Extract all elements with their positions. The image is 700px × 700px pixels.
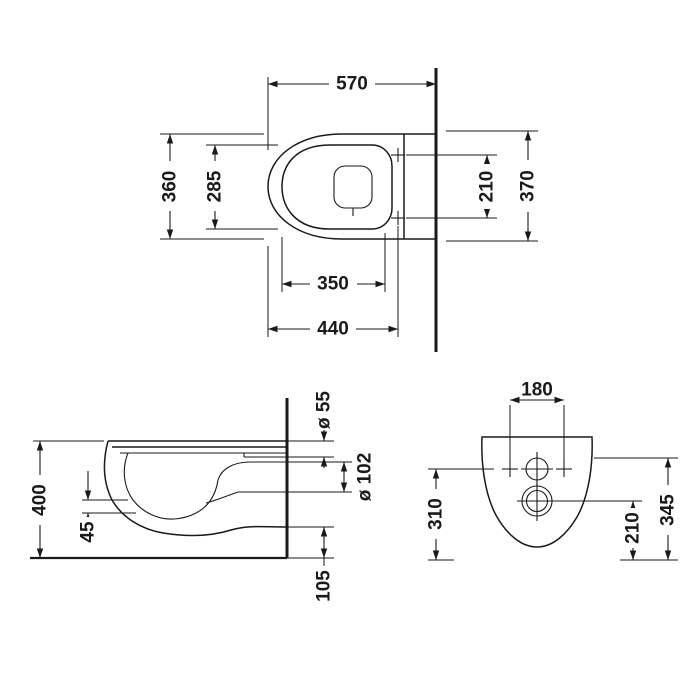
dim-570-label: 570 xyxy=(336,74,368,95)
label-background xyxy=(329,73,375,95)
dim-105-label: 105 xyxy=(314,570,335,602)
dim-310-label: 310 xyxy=(426,498,447,530)
dim-440-label: 440 xyxy=(317,319,349,340)
label-background xyxy=(476,164,498,209)
label-background xyxy=(77,517,99,547)
front-view: 180 310 210 345 xyxy=(425,380,679,561)
seat-inner-outline xyxy=(281,144,393,230)
toilet-front-outline xyxy=(481,436,593,548)
dimension-345: 345 xyxy=(594,457,679,560)
outlet-opening-mark xyxy=(517,481,557,521)
label-background xyxy=(517,160,539,212)
dimension-285: 285 xyxy=(204,144,278,230)
fixing-point-marks-top xyxy=(391,148,405,225)
side-view: 400 45 ø 55 ø 102 xyxy=(29,391,376,602)
dimension-210-top-view: 210 xyxy=(406,154,498,219)
dimension-370: 370 xyxy=(446,130,539,242)
label-background xyxy=(622,508,644,548)
label-background xyxy=(204,161,226,211)
dimension-diameter-102: ø 102 xyxy=(287,453,376,502)
dim-370-label: 370 xyxy=(518,170,539,202)
bowl-opening-outline xyxy=(333,165,373,209)
dimension-310: 310 xyxy=(425,468,494,560)
dim-360-label: 360 xyxy=(160,171,181,203)
dim-d55-label: ø 55 xyxy=(314,391,335,429)
dim-210-label: 210 xyxy=(477,171,498,203)
label-background xyxy=(310,318,356,340)
fixing-point-marks-front xyxy=(502,461,572,477)
dimension-diameter-55: ø 55 xyxy=(287,391,335,468)
label-background xyxy=(310,273,357,295)
toilet-plan-outline xyxy=(267,133,436,240)
dim-400-label: 400 xyxy=(30,484,51,516)
dimension-45: 45 xyxy=(77,471,136,547)
dimension-350: 350 xyxy=(281,233,386,295)
label-background xyxy=(29,475,51,525)
toilet-side-profile xyxy=(103,440,288,537)
dimension-400: 400 xyxy=(29,440,104,558)
top-view: 570 360 285 210 xyxy=(159,68,539,352)
dim-210-front-label: 210 xyxy=(623,512,644,544)
dim-d102-label: ø 102 xyxy=(355,453,376,502)
flush-opening-mark xyxy=(521,452,553,486)
dimension-180: 180 xyxy=(509,380,565,461)
label-background xyxy=(425,489,447,539)
dimension-440: 440 xyxy=(267,226,399,340)
dimension-105: 105 xyxy=(287,526,335,602)
dim-285-label: 285 xyxy=(205,170,226,202)
label-background xyxy=(159,161,181,211)
dimension-210-front-view: 210 xyxy=(554,500,644,560)
dimension-570: 570 xyxy=(267,73,436,150)
label-background xyxy=(657,485,679,535)
dim-180-label: 180 xyxy=(521,380,553,401)
dim-45-label: 45 xyxy=(78,521,99,543)
dim-350-label: 350 xyxy=(317,274,349,295)
dimension-360: 360 xyxy=(159,133,264,240)
dim-345-label: 345 xyxy=(658,494,679,526)
